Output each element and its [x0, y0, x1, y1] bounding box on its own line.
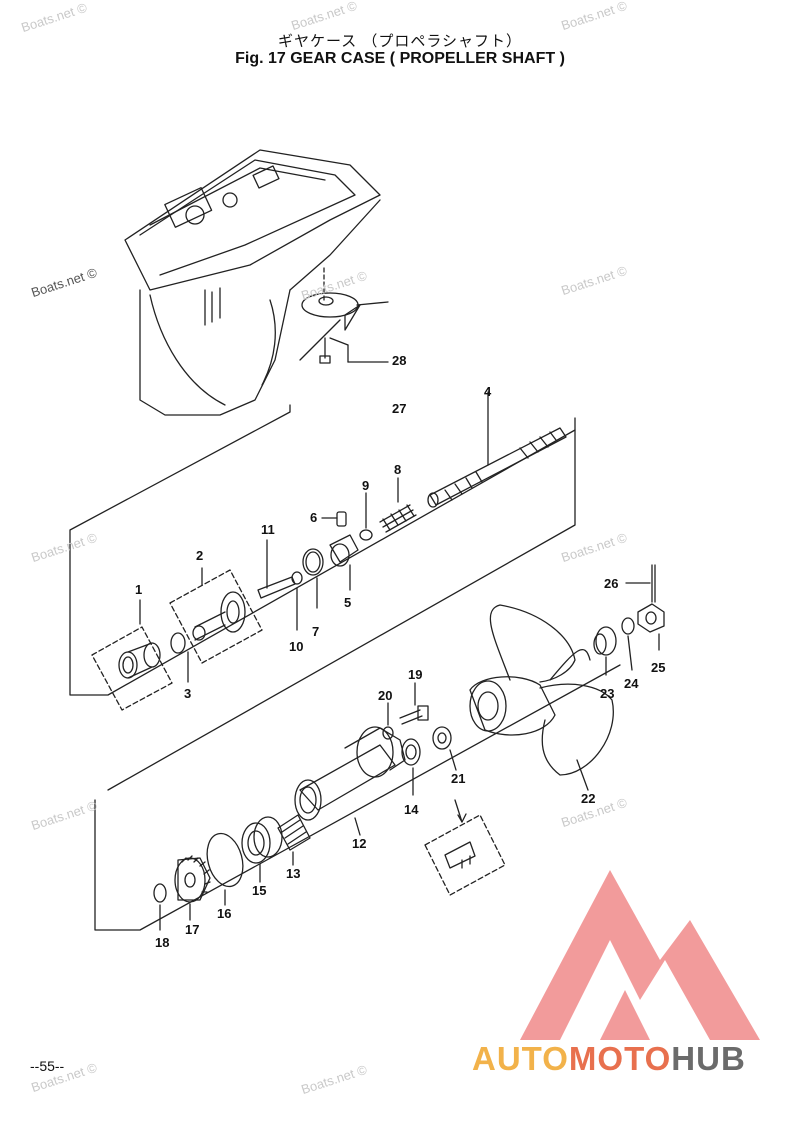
part-21-bush [432, 726, 457, 771]
part-5-clutch [329, 534, 359, 591]
part-11-shaft-piece [257, 539, 296, 599]
part-20-washer [382, 702, 394, 740]
callout-1: 1 [135, 582, 143, 597]
part-7-ring [302, 548, 324, 609]
callout-19: 19 [408, 667, 423, 682]
callout-2: 2 [196, 548, 204, 563]
callout-3: 3 [184, 686, 192, 701]
part-14-oil-seal [401, 738, 421, 796]
callout-28: 28 [392, 353, 407, 368]
page-title: Fig. 17 GEAR CASE ( PROPELLER SHAFT ) [235, 50, 565, 67]
callout-14: 14 [404, 802, 419, 817]
part-17-bevel-gear [174, 855, 211, 921]
part-24-washer [621, 617, 635, 671]
part-1-bearing-group [91, 599, 173, 711]
part-16-oring [206, 832, 244, 906]
callout-21: 21 [451, 771, 466, 786]
callout-24: 24 [624, 676, 639, 691]
page-number: --55-- [30, 1058, 65, 1074]
detail-dashed-box [424, 799, 506, 896]
callout-18: 18 [155, 935, 170, 950]
part-25-nut [637, 603, 665, 651]
logo-part-auto: AUTO [472, 1040, 569, 1077]
callout-15: 15 [252, 883, 267, 898]
callout-17: 17 [185, 922, 200, 937]
part-15-ball-bearing [241, 816, 283, 883]
callout-22: 22 [581, 791, 596, 806]
part-3-oring [170, 632, 189, 683]
part-4-propeller-shaft [427, 391, 567, 508]
part-13-roller-bearing [277, 814, 311, 866]
callout-11: 11 [261, 522, 275, 537]
callout-4: 4 [484, 384, 492, 399]
callout-23: 23 [600, 686, 615, 701]
part-2-bearing-group [169, 567, 263, 664]
logo-part-hub: HUB [671, 1040, 746, 1077]
part-27-trim-tab [301, 292, 389, 331]
part-26-cotter-pin [625, 564, 656, 603]
logo-part-moto: MOTO [568, 1040, 672, 1077]
callout-8: 8 [394, 462, 402, 477]
callout-12: 12 [352, 836, 367, 851]
page-title-japanese: ギヤケース （プロペラシャフト） [277, 33, 523, 50]
part-19-bolt [399, 682, 429, 725]
callout-25: 25 [651, 660, 666, 675]
callout-26: 26 [604, 576, 619, 591]
part-23-spacer [593, 626, 617, 676]
lower-assembly-frame [94, 664, 621, 931]
part-6-pin [321, 511, 347, 527]
callout-16: 16 [217, 906, 232, 921]
callout-6: 6 [310, 510, 318, 525]
automotohub-logo: AUTOMOTOHUB [472, 1040, 746, 1078]
part-22-propeller [469, 604, 614, 791]
part-12-bearing-carrier [294, 726, 406, 836]
part-8-spring [379, 477, 417, 533]
part-18-snap-ring [153, 883, 167, 931]
callout-27: 27 [392, 401, 407, 416]
gear-case-housing [124, 149, 381, 416]
callout-10: 10 [289, 639, 304, 654]
part-28-bolt [319, 337, 389, 364]
part-9-pin [359, 492, 373, 541]
automotohub-logo-mark [520, 870, 760, 1040]
callout-5: 5 [344, 595, 352, 610]
callout-9: 9 [362, 478, 370, 493]
callout-7: 7 [312, 624, 320, 639]
callout-20: 20 [378, 688, 393, 703]
callout-13: 13 [286, 866, 301, 881]
